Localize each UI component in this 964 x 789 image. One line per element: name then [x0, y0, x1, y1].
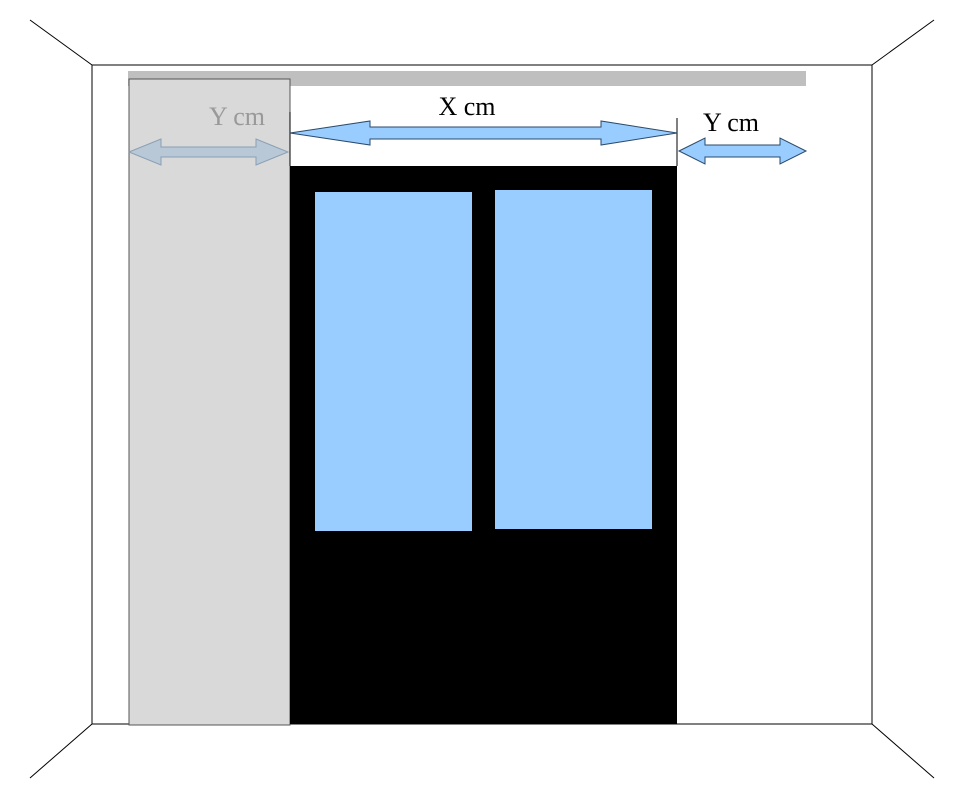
sliding-rail [128, 71, 806, 86]
sliding-panel [128, 78, 291, 726]
corner-line-top-right [871, 19, 935, 66]
offset-label-left: Y cm [209, 102, 265, 131]
corner-line-bottom-left [29, 723, 93, 779]
glass-pane-left [315, 192, 472, 531]
room-perspective-lines [29, 19, 935, 779]
corner-line-top-left [29, 19, 93, 66]
offset-arrow-right [677, 137, 808, 165]
width-arrow [289, 120, 678, 146]
offset-label-right: Y cm [703, 108, 759, 137]
glass-pane-right [495, 190, 652, 529]
offset-arrow-left [127, 138, 290, 166]
width-label: X cm [438, 92, 495, 121]
corner-line-bottom-right [871, 723, 935, 779]
